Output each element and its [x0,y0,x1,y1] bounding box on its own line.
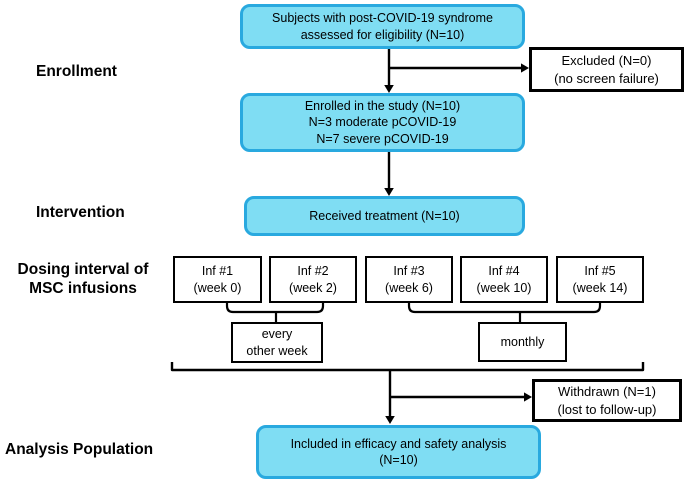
section-label-dosing-interval: Dosing interval of MSC infusions [4,260,162,299]
interval-monthly-line1: monthly [500,334,545,349]
infusion-5-line2: (week 14) [572,280,628,295]
included-line2: (N=10) [379,453,418,467]
eligibility-line2: assessed for eligibility (N=10) [300,27,465,42]
received-treatment-box: Received treatment (N=10) [244,196,525,236]
excluded-box: Excluded (N=0) (no screen failure) [529,47,684,92]
interval-monthly-box: monthly [478,322,567,362]
excluded-line2: (no screen failure) [554,70,659,86]
infusion-1-line2: (week 0) [193,280,242,295]
arrowhead-right-2 [524,392,532,402]
infusion-2-line2: (week 2) [289,280,337,295]
bracket-monthly [407,302,602,314]
infusion-3-line2: (week 6) [385,280,433,295]
infusion-2-line1: Inf #2 [297,264,329,278]
enrolled-line2: N=3 moderate pCOVID-19 [308,115,457,130]
infusion-1-line1: Inf #1 [201,264,234,278]
dosing-label-line1: Dosing interval of [17,261,149,278]
arrowhead-down-2 [384,188,394,196]
eligibility-box: Subjects with post-COVID-19 syndrome ass… [240,4,525,49]
infusion-box-4: Inf #4 (week 10) [460,256,548,303]
arrowhead-down-1 [384,85,394,93]
infusion-box-5: Inf #5 (week 14) [556,256,644,303]
withdrawn-line2: (lost to follow-up) [557,401,657,417]
bracket-biweekly [225,302,325,314]
included-line1: Included in efficacy and safety analysis [290,436,507,451]
section-label-analysis-population: Analysis Population [5,441,154,458]
arrowhead-right-1 [521,63,529,73]
enrolled-line3: N=7 severe pCOVID-19 [316,131,449,146]
received-line1: Received treatment (N=10) [309,208,460,223]
eligibility-line1: Subjects with post-COVID-19 syndrome [272,11,493,25]
infusion-box-1: Inf #1 (week 0) [173,256,262,303]
infusion-4-line1: Inf #4 [488,264,520,278]
section-label-enrollment: Enrollment [36,63,117,80]
included-analysis-box: Included in efficacy and safety analysis… [256,425,541,479]
infusion-box-3: Inf #3 (week 6) [365,256,453,303]
infusion-3-line1: Inf #3 [393,264,425,278]
excluded-line1: Excluded (N=0) [561,53,652,69]
interval-biweekly-line2: other week [246,343,308,358]
withdrawn-line1: Withdrawn (N=1) [558,384,656,400]
interval-biweekly-box: every other week [231,322,323,363]
section-label-intervention: Intervention [36,204,125,221]
dosing-label-line2: MSC infusions [29,280,137,298]
interval-biweekly-line1: every [261,327,293,341]
infusion-box-2: Inf #2 (week 2) [269,256,357,303]
enrolled-line1: Enrolled in the study (N=10) [304,98,461,113]
infusion-5-line1: Inf #5 [584,264,616,278]
infusion-4-line2: (week 10) [476,280,532,295]
arrowhead-down-3 [385,416,395,424]
enrolled-box: Enrolled in the study (N=10) N=3 moderat… [240,93,525,152]
collector-bracket [170,362,645,372]
withdrawn-box: Withdrawn (N=1) (lost to follow-up) [532,379,682,422]
